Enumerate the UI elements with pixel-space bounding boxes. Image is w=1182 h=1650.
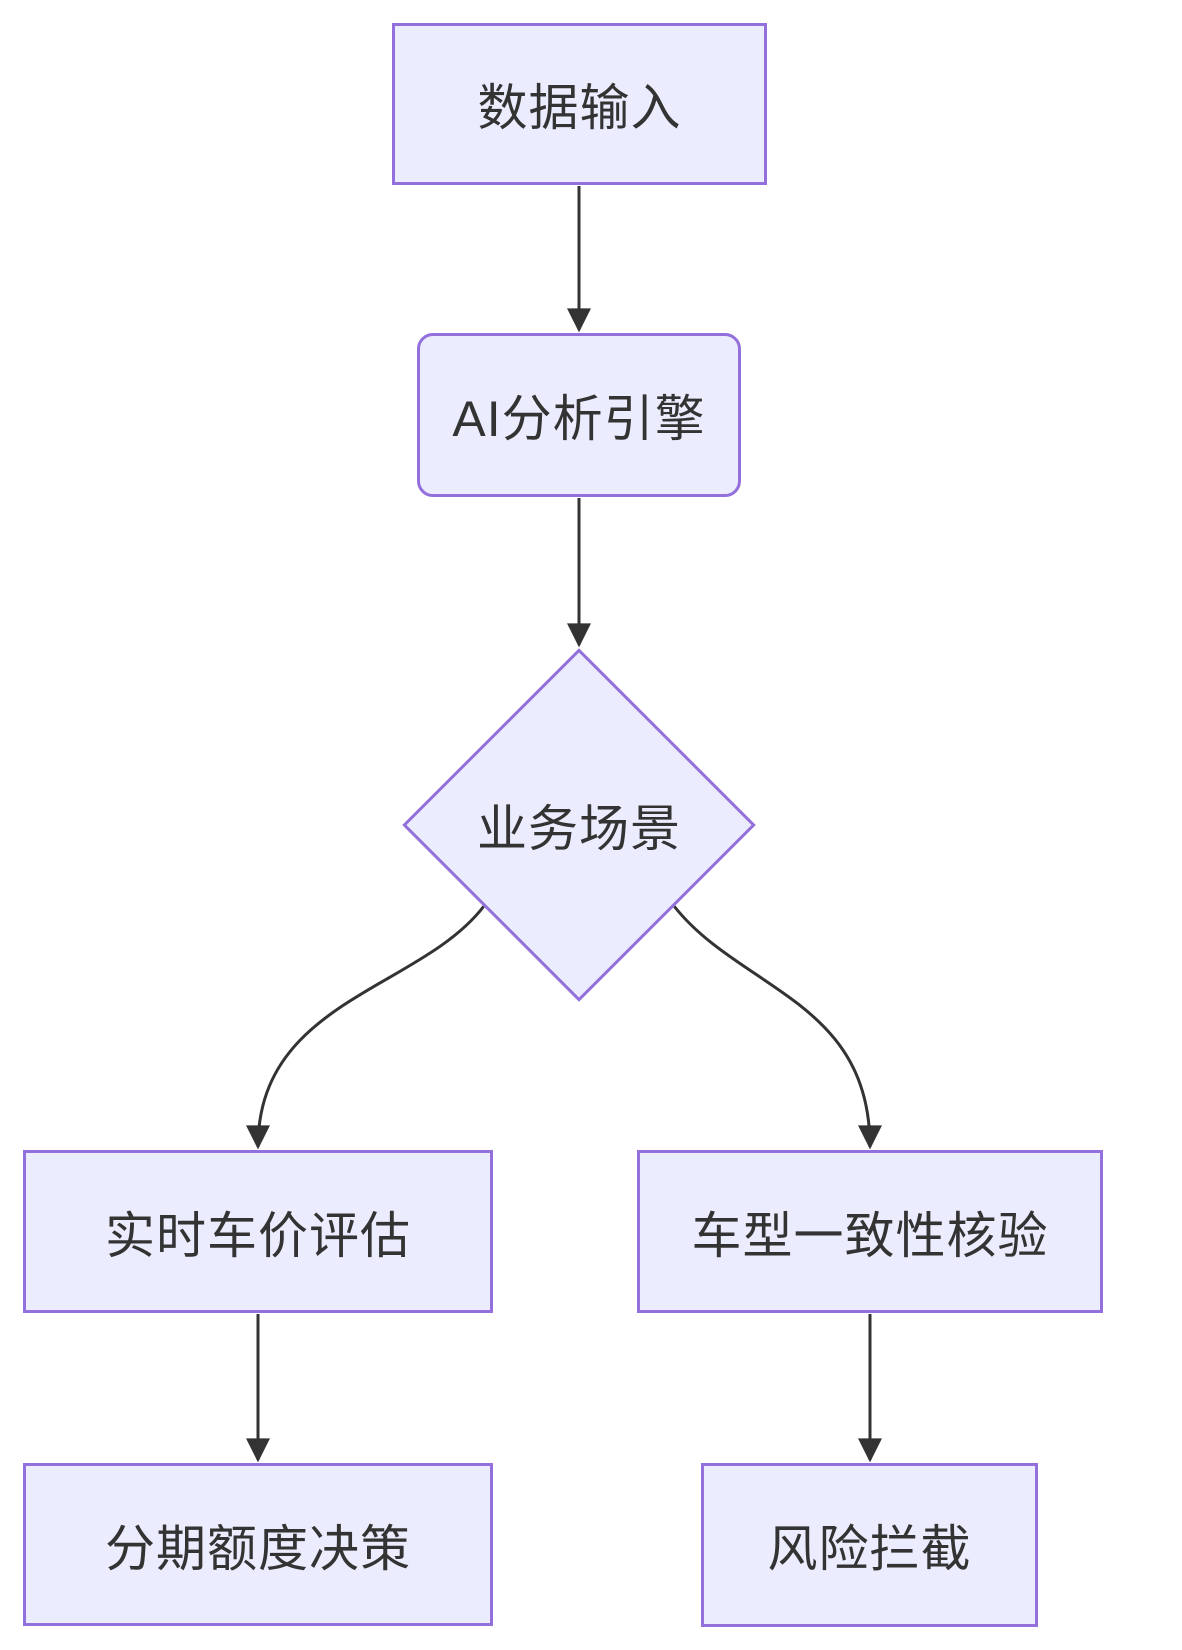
node-risk-interception-label: 风险拦截 (767, 1521, 972, 1577)
node-realtime-car-price-evaluation-label: 实时车价评估 (105, 1207, 411, 1264)
node-realtime-car-price-evaluation: 实时车价评估 (23, 1150, 493, 1313)
node-business-scenario: 业务场景 (402, 648, 756, 1002)
node-vehicle-model-consistency-check: 车型一致性核验 (637, 1150, 1103, 1313)
node-data-input-label: 数据输入 (477, 80, 682, 136)
node-vehicle-model-consistency-check-label: 车型一致性核验 (691, 1207, 1049, 1264)
node-risk-interception: 风险拦截 (701, 1463, 1038, 1627)
node-ai-analysis-engine: AI分析引擎 (417, 333, 741, 497)
node-ai-analysis-engine-label: AI分析引擎 (452, 391, 706, 447)
node-installment-quota-decision: 分期额度决策 (23, 1463, 493, 1626)
node-data-input: 数据输入 (392, 23, 767, 185)
node-installment-quota-decision-label: 分期额度决策 (105, 1520, 411, 1577)
node-business-scenario-label: 业务场景 (477, 801, 681, 857)
